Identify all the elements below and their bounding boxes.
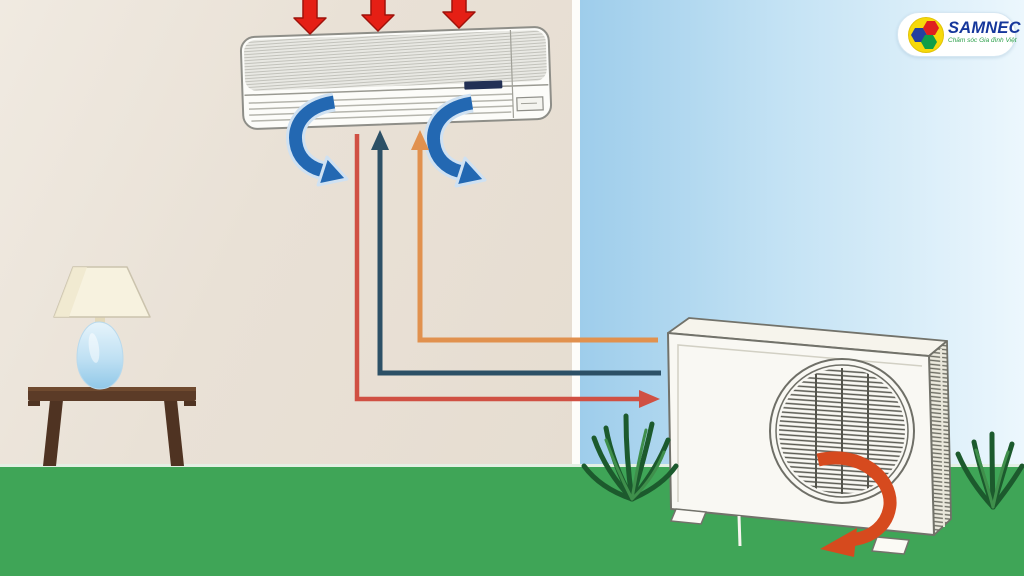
outdoor-unit-foot-left: [669, 508, 708, 525]
table-leg-right: [164, 400, 184, 466]
red-down-arrow-icon: [442, 0, 476, 29]
table-top-highlight: [28, 387, 196, 391]
side-vent-divider: [940, 348, 945, 528]
side-table: [28, 387, 196, 466]
red-down-arrow-icon: [361, 0, 395, 32]
red-pipe-arrowhead: [639, 390, 660, 408]
lamp-base: [76, 321, 124, 390]
outdoor-unit: [667, 317, 952, 555]
lamp-neck: [95, 316, 105, 325]
exhaust-arrowhead: [820, 528, 857, 557]
lamp-base-highlight: [88, 333, 100, 363]
table-lamp: [53, 266, 151, 390]
samnec-logo: SAMNEC Chăm sóc Gia đình Việt: [897, 12, 1021, 57]
plant-right: [955, 431, 1024, 510]
plant-left: [581, 413, 679, 502]
indoor-unit-endcap-seam: [509, 29, 515, 118]
lamp-shade-shadow: [54, 267, 87, 317]
hexagon-red-icon: [923, 21, 939, 35]
refrigerant-pipes: [354, 130, 661, 408]
logo-slogan: Chăm sóc Gia đình Việt: [948, 37, 1017, 44]
orange-pipe-arrowhead: [411, 130, 429, 150]
brand-badge: [464, 80, 503, 90]
navy-up-arrow-pipe: [377, 148, 661, 376]
outdoor-unit-side-vents: [929, 341, 951, 535]
orange-swoosh-arrow-icon: [816, 451, 897, 557]
indoor-unit: [239, 26, 553, 130]
orange-up-arrow-pipe: [417, 148, 658, 343]
logo-brand-name: SAMNEC: [948, 19, 1021, 37]
navy-pipe-arrowhead: [371, 130, 389, 150]
wall-edge-divider: [572, 0, 580, 466]
logo-text-block: SAMNEC Chăm sóc Gia đình Việt: [948, 19, 1021, 44]
indoor-unit-display-line: [520, 102, 537, 105]
samnec-logo-icon: [908, 17, 944, 53]
hexagon-green-icon: [921, 35, 937, 49]
fan-ring-inner: [775, 364, 909, 498]
drain-pipe: [737, 515, 742, 547]
outdoor-unit-foot-right: [870, 536, 911, 555]
warm-air-intake-arrows: [293, 0, 476, 35]
indoor-unit-intake-grille: [244, 30, 547, 91]
table-lip-right: [184, 401, 196, 406]
red-right-arrow-pipe: [354, 134, 640, 402]
table-leg-left: [43, 400, 63, 466]
red-down-arrow-icon: [293, 0, 327, 35]
table-lip-left: [28, 401, 40, 406]
